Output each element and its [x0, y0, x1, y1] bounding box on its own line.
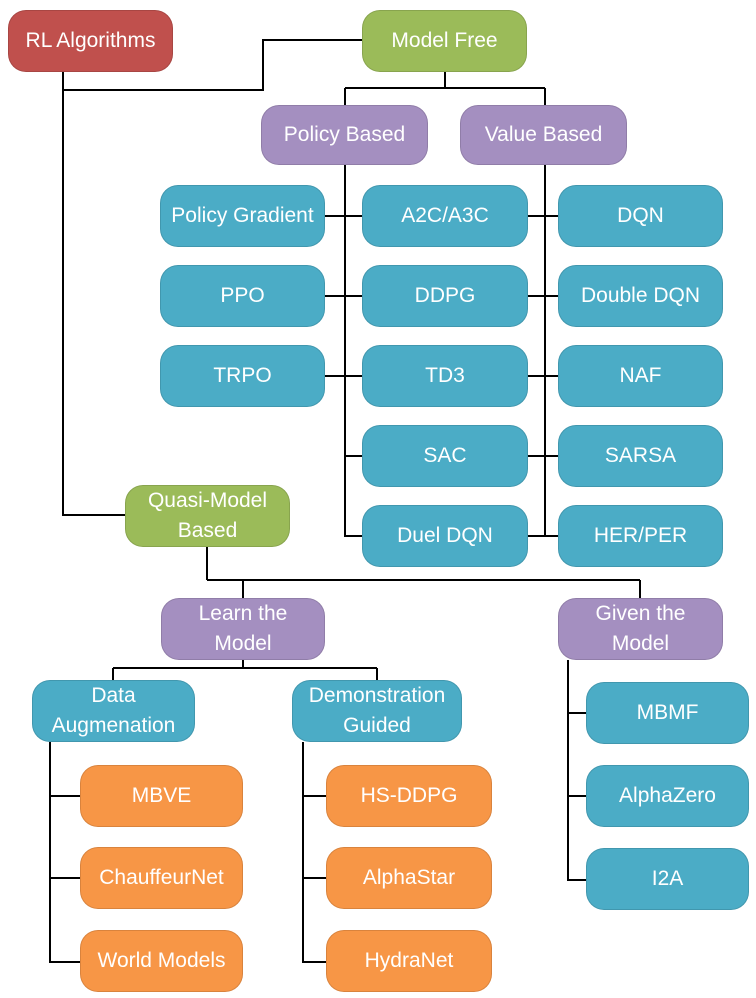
double-dqn-node: Double DQN: [558, 265, 723, 327]
dqn-node: DQN: [558, 185, 723, 247]
sarsa-node: SARSA: [558, 425, 723, 487]
policy-based-node: Policy Based: [261, 105, 428, 165]
rl-algorithms-node: RL Algorithms: [8, 10, 173, 72]
naf-node: NAF: [558, 345, 723, 407]
model-free-node: Model Free: [362, 10, 527, 72]
sac-node: SAC: [362, 425, 528, 487]
trpo-node: TRPO: [160, 345, 325, 407]
td3-node: TD3: [362, 345, 528, 407]
value-based-node: Value Based: [460, 105, 627, 165]
policy-gradient-node: Policy Gradient: [160, 185, 325, 247]
mbmf-node: MBMF: [586, 682, 749, 744]
her-per-node: HER/PER: [558, 505, 723, 567]
demonstration-guided-node: Demonstration Guided: [292, 680, 462, 742]
mbve-node: MBVE: [80, 765, 243, 827]
i2a-node: I2A: [586, 848, 749, 910]
given-the-model-node: Given the Model: [558, 598, 723, 660]
world-models-node: World Models: [80, 930, 243, 992]
ddpg-node: DDPG: [362, 265, 528, 327]
a2c-a3c-node: A2C/A3C: [362, 185, 528, 247]
hydranet-node: HydraNet: [326, 930, 492, 992]
data-augmentation-node: Data Augmenation: [32, 680, 195, 742]
learn-the-model-node: Learn the Model: [161, 598, 325, 660]
chauffeurnet-node: ChauffeurNet: [80, 847, 243, 909]
alphazero-node: AlphaZero: [586, 765, 749, 827]
quasi-model-based-node: Quasi-Model Based: [125, 485, 290, 547]
hs-ddpg-node: HS-DDPG: [326, 765, 492, 827]
alphastar-node: AlphaStar: [326, 847, 492, 909]
ppo-node: PPO: [160, 265, 325, 327]
duel-dqn-node: Duel DQN: [362, 505, 528, 567]
